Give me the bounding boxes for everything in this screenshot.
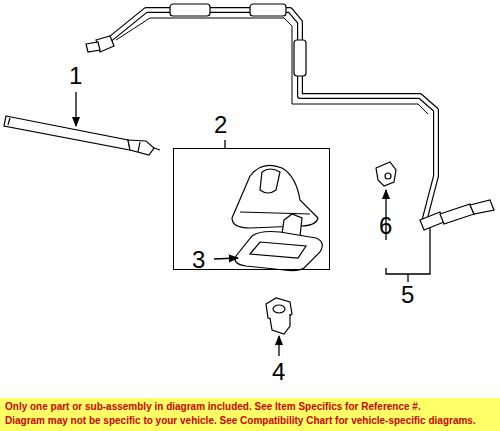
callout-box: 23 — [173, 148, 330, 270]
antenna-base — [232, 165, 318, 240]
callout-number: 3 — [192, 248, 205, 272]
leader-lines — [76, 92, 430, 356]
callout-number: 5 — [401, 283, 414, 307]
cable-sleeves — [86, 4, 306, 76]
callout-number: 6 — [379, 214, 392, 238]
callout-number: 4 — [272, 360, 285, 384]
disclaimer-note: Diagram may not be specific to your vehi… — [5, 416, 476, 426]
cable-clip — [376, 162, 396, 186]
disclaimer-note: Only one part or sub-assembly in diagram… — [5, 402, 421, 412]
callout-number: 2 — [214, 113, 227, 137]
callout-number: 1 — [69, 64, 82, 88]
gasket — [235, 232, 322, 271]
cable-connector — [420, 200, 494, 230]
nut — [266, 298, 292, 334]
antenna-mast — [4, 116, 160, 155]
